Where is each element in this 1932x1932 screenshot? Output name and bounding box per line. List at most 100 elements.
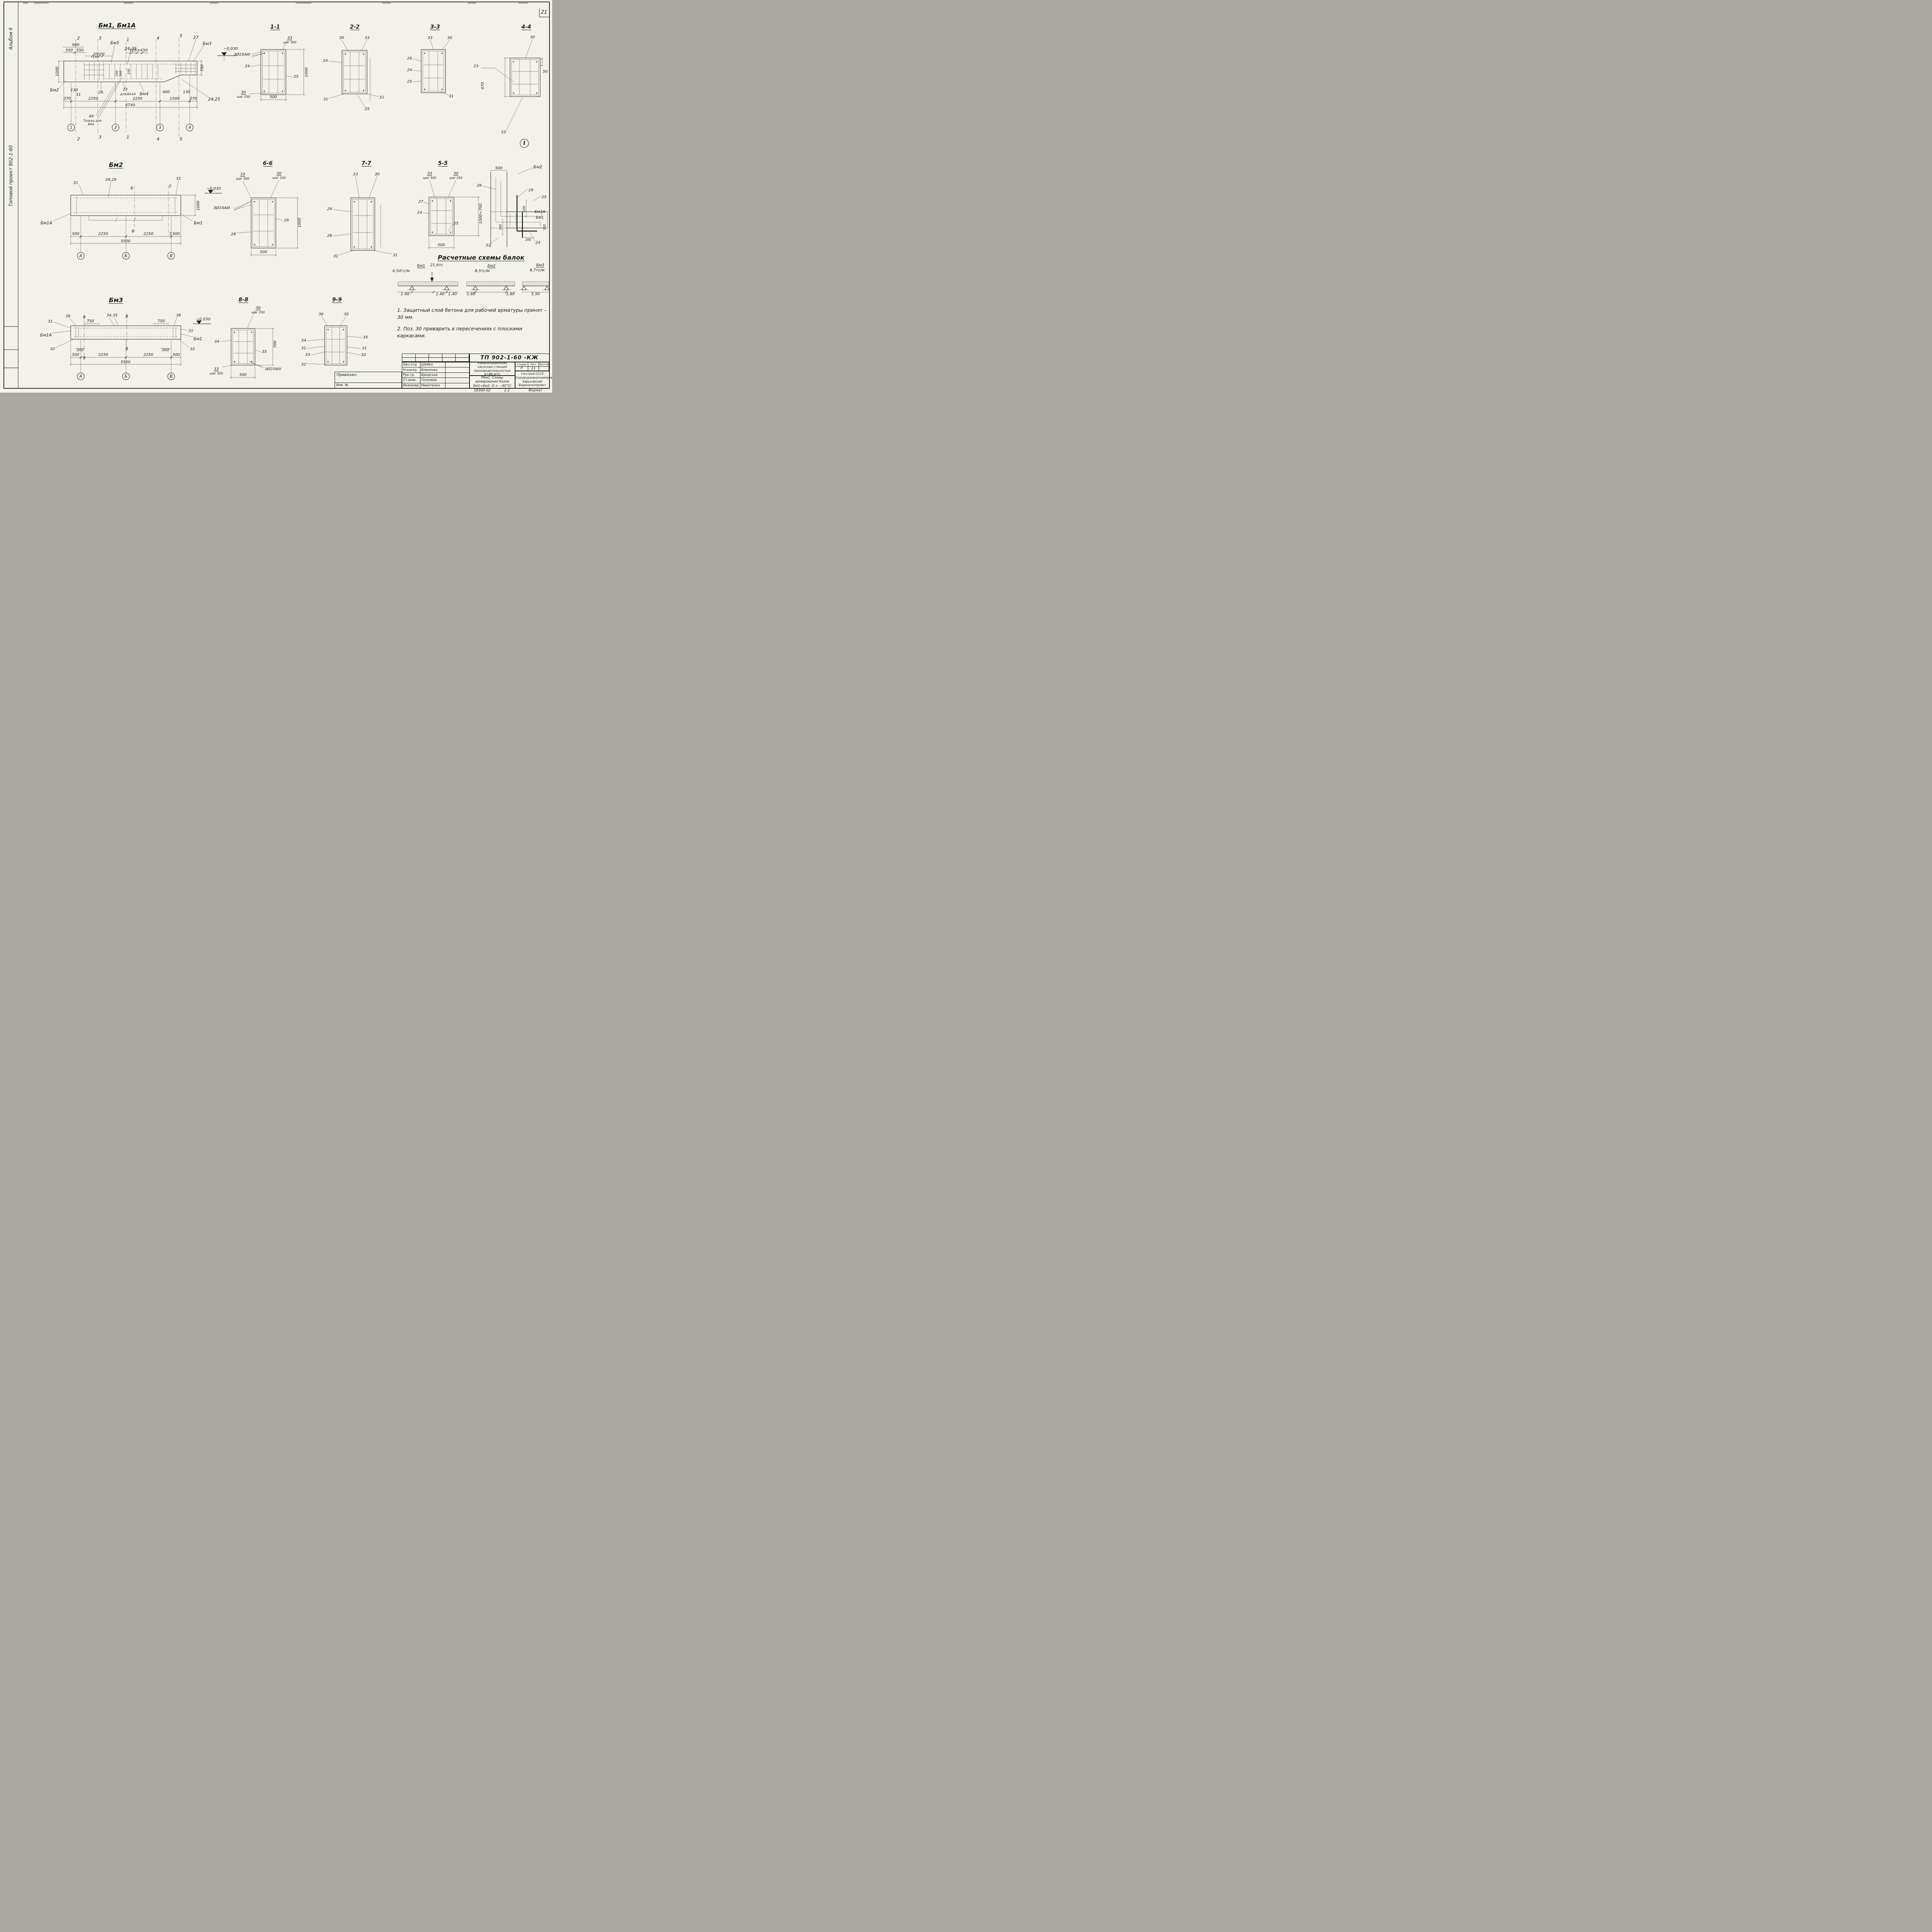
dim-label: 250 bbox=[115, 70, 119, 77]
dim-label: 1.60 bbox=[506, 292, 515, 296]
dim-label: 24,25 bbox=[124, 46, 137, 51]
dim-label: 5.50 bbox=[531, 292, 540, 296]
dim-label: 6.54тс/м bbox=[392, 269, 410, 273]
inventory-label: Инв. № bbox=[336, 383, 349, 387]
detail-mark-I: I bbox=[523, 140, 526, 146]
org-line: Харьковский bbox=[522, 379, 542, 383]
section-7-7 bbox=[333, 176, 392, 255]
person-name: Шейко bbox=[420, 362, 446, 367]
scheme-bm1-label: Бм1 bbox=[417, 264, 425, 268]
margin-album-label: Альбом II bbox=[8, 27, 14, 50]
note-2-text: 2. Поз. 30 приварить в пересечениях с пл… bbox=[397, 326, 522, 339]
signature-row: Инженер Никитенко bbox=[402, 383, 469, 388]
dim-label: 29 bbox=[528, 188, 534, 192]
dim-label: 400 bbox=[162, 90, 170, 94]
dim-label: 31 bbox=[379, 95, 384, 100]
dim-label: Бм1 bbox=[88, 122, 95, 126]
attach-label: Привязан: bbox=[337, 373, 357, 377]
dim-label: 21.6тс bbox=[430, 263, 443, 267]
signature-cell bbox=[446, 362, 469, 367]
note-1: 1. Защитный слой бетона для рабочей арма… bbox=[397, 307, 549, 321]
dim-label: 8,7тс/м bbox=[529, 268, 545, 272]
dim-label: 24 bbox=[535, 241, 541, 245]
dim-label: 31 bbox=[323, 97, 328, 102]
org-line: Госстрой СССР bbox=[521, 372, 544, 376]
dim-label: 31 bbox=[449, 94, 454, 99]
dim-label: 2250 bbox=[133, 97, 143, 101]
doc-stamp-number-2: 2 2 bbox=[504, 389, 510, 393]
object-title: Канализационная насосная станция произво… bbox=[474, 361, 511, 376]
dim-label: 125×4 bbox=[129, 48, 143, 53]
dim-label: шаг 250 bbox=[272, 176, 286, 180]
label-bm1-detail: Бм1 bbox=[536, 216, 544, 220]
dim-label: 500 bbox=[72, 232, 80, 236]
dim-label: 130 bbox=[183, 90, 190, 94]
dim-label: 31 bbox=[362, 346, 367, 350]
dim-label: 31 bbox=[485, 243, 491, 248]
dim-label: 25 bbox=[293, 75, 299, 79]
section-title-1-1: 1-1 bbox=[270, 24, 280, 30]
dim-label: 3Ø16АIII bbox=[213, 206, 230, 210]
dim-label: 30 bbox=[530, 35, 535, 39]
dim-label: шаг 250 bbox=[251, 311, 265, 314]
inventory-row: Инв. № bbox=[335, 383, 401, 388]
dim-label: 350 bbox=[99, 52, 105, 56]
dim-label: 28 bbox=[327, 234, 332, 238]
grid-mark-v: В bbox=[170, 253, 173, 259]
sheet-title: РКм1. Схемы армирования балок Бм1÷Бм3. (… bbox=[473, 376, 512, 388]
dim-label: 25 bbox=[453, 221, 459, 226]
dim-label: 3 bbox=[99, 134, 102, 140]
dim-label: 750 bbox=[157, 319, 165, 323]
signature-row: Н.контр. Власенко bbox=[402, 367, 469, 373]
section-title-2-2: 2-2 bbox=[350, 24, 360, 30]
dim-label: 150 bbox=[92, 55, 99, 59]
dim-label: 33 bbox=[427, 172, 432, 176]
drawing-linework bbox=[3, 2, 550, 389]
label-bm2-detail: Бм2 bbox=[533, 164, 543, 170]
dim-label: 50 bbox=[543, 70, 548, 74]
view-title-bm3: Бм3 bbox=[109, 296, 123, 304]
attach-box: Привязан: Инв. № bbox=[335, 372, 402, 388]
grid-mark-b: Б bbox=[124, 253, 128, 259]
dim-label: 9 bbox=[83, 315, 86, 320]
grid-mark-1: 1 bbox=[70, 125, 73, 130]
dim-label: 300 bbox=[76, 348, 84, 352]
stage-table: Стадия Лист Листов Р 11 bbox=[515, 362, 549, 371]
dim-label: 500 bbox=[119, 70, 122, 77]
dim-label: 1 bbox=[126, 134, 129, 140]
sheet-header: Лист bbox=[528, 362, 539, 367]
dim-label: 32 bbox=[301, 362, 306, 367]
dim-label: 30 bbox=[339, 36, 344, 40]
dim-label: 24 bbox=[245, 64, 250, 68]
dim-label: 1000 bbox=[196, 201, 201, 211]
dim-label: 8,5тс/м bbox=[474, 269, 490, 273]
grid-mark-a: А bbox=[79, 374, 82, 379]
dim-label: 31 bbox=[176, 177, 181, 181]
page-number: 21 bbox=[541, 9, 548, 15]
grid-mark-a: А bbox=[79, 253, 82, 259]
dim-label: 33 bbox=[305, 353, 310, 357]
dim-label: 300 bbox=[93, 52, 99, 56]
dim-label: 49 bbox=[88, 114, 94, 119]
dim-label: 50 bbox=[143, 48, 148, 53]
dim-label: 30 bbox=[344, 312, 349, 316]
dim-label: 28 bbox=[476, 184, 482, 188]
dim-label: 1000÷700 bbox=[479, 203, 483, 224]
section-4-4 bbox=[481, 39, 543, 148]
dim-label: 5500 bbox=[121, 360, 131, 364]
section-title-8-8: 8-8 bbox=[238, 297, 248, 303]
stage-value: Р bbox=[515, 367, 528, 371]
dim-label: 36 bbox=[65, 314, 71, 318]
dim-label: 31 bbox=[76, 93, 81, 97]
dim-label: 29 bbox=[284, 218, 289, 223]
scheme-bm2-label: Бм2 bbox=[487, 264, 496, 268]
dim-label: 31 bbox=[301, 346, 306, 350]
format-note: Формат 22 bbox=[528, 389, 543, 393]
dim-label: 32 bbox=[361, 353, 366, 357]
dim-label: 29 bbox=[327, 207, 332, 211]
elevation-mark: −0.030 bbox=[206, 187, 221, 191]
dim-label: 4 bbox=[156, 136, 160, 142]
beam-bm3-elevation bbox=[52, 313, 211, 380]
dim-label: шаг 250 bbox=[449, 176, 463, 180]
dim-label: 36 bbox=[318, 312, 324, 316]
